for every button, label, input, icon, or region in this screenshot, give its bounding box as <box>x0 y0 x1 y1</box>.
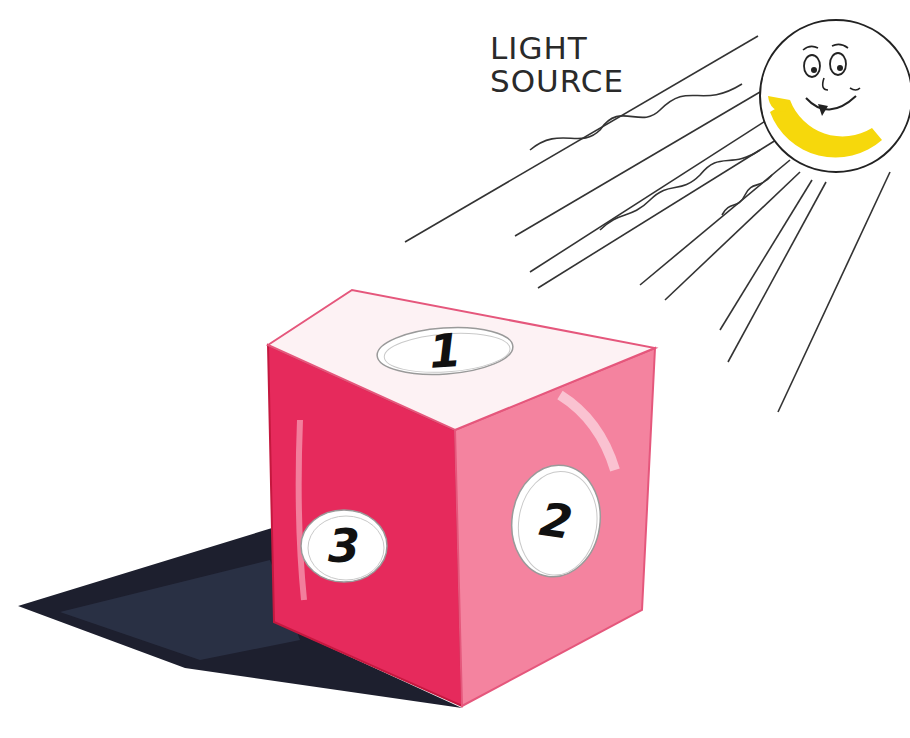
oval-shape <box>301 510 387 582</box>
face-number: 3 <box>328 523 360 569</box>
number-oval: 2 <box>500 456 611 586</box>
oval-inner-line <box>308 516 384 580</box>
shadow-highlight <box>60 560 300 660</box>
oval-inner-line <box>512 466 604 580</box>
face-number: 2 <box>537 496 575 546</box>
face-number: 1 <box>427 327 462 375</box>
face-reflection <box>560 395 615 470</box>
oval-shape <box>376 323 515 378</box>
oval-shape <box>505 459 608 582</box>
number-oval: 3 <box>298 507 390 585</box>
number-oval: 1 <box>372 320 517 382</box>
top-face <box>268 290 655 430</box>
face-reflection <box>299 420 304 600</box>
sun-symbol <box>760 20 910 172</box>
light-source-label: LIGHT SOURCE <box>490 32 640 97</box>
